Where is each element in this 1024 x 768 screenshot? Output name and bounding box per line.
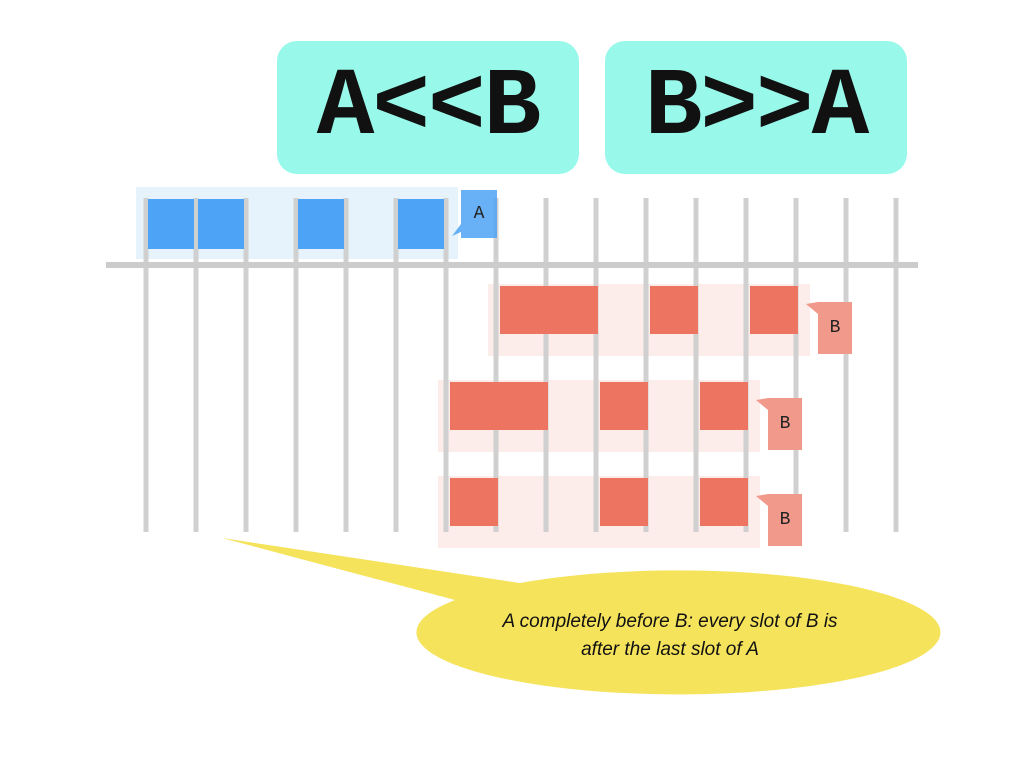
- b-slot-row-1: [500, 286, 598, 334]
- title-b-after-a: B>>A: [605, 41, 907, 174]
- b-slot-row-1: [650, 286, 698, 334]
- b-slot-row-2: [450, 382, 548, 430]
- a-slot: [148, 199, 194, 249]
- b-slot-row-2: [700, 382, 748, 430]
- label-b-tag-row-3: [756, 494, 802, 546]
- label-a-tag: [452, 190, 497, 238]
- callout-text: A completely before B: every slot of B i…: [440, 608, 900, 664]
- b-slot-row-2: [600, 382, 648, 430]
- label-a: A: [473, 204, 485, 224]
- a-slot: [298, 199, 344, 249]
- label-b-row-2: B: [779, 414, 791, 434]
- b-slot-row-3: [700, 478, 748, 526]
- label-b-tag-row-2: [756, 398, 802, 450]
- callout-line-2: after the last slot of A: [581, 639, 759, 660]
- label-b-row-3: B: [779, 510, 791, 530]
- label-b-tag-row-1: [806, 302, 852, 354]
- callout-bubble: [222, 538, 941, 695]
- b-slot-row-3: [450, 478, 498, 526]
- a-slot: [198, 199, 244, 249]
- label-b-row-1: B: [829, 318, 841, 338]
- b-slot-row-3: [600, 478, 648, 526]
- title-a-before-b: A<<B: [277, 41, 579, 174]
- a-slot: [398, 199, 444, 249]
- b-slot-row-1: [750, 286, 798, 334]
- callout-line-1: A completely before B: every slot of B i…: [502, 611, 838, 632]
